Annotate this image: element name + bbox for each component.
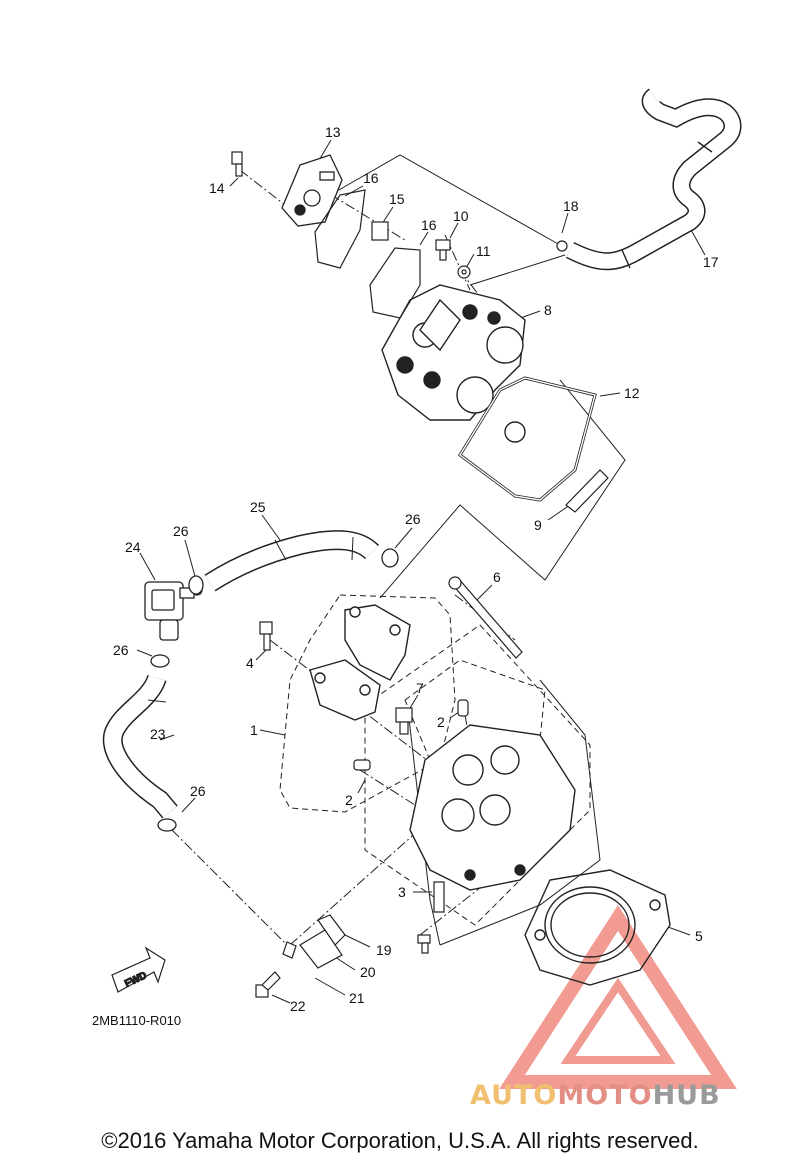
callout-18: 18 — [563, 198, 579, 214]
o-ring-18 — [556, 240, 568, 252]
bolt-22 — [255, 971, 281, 998]
bolt-10 — [435, 239, 451, 261]
hose-17 — [565, 88, 742, 271]
callout-22: 22 — [290, 998, 306, 1014]
callout-26c: 26 — [113, 642, 129, 658]
hose-clamps — [150, 548, 399, 832]
callout-12: 12 — [624, 385, 640, 401]
tensioner-assy — [282, 914, 346, 969]
callout-26d: 26 — [190, 783, 206, 799]
dowel-pins — [353, 699, 469, 771]
bolt-small — [417, 934, 431, 954]
callout-2a: 2 — [437, 714, 445, 730]
callout-9: 9 — [534, 517, 542, 533]
brand-auto: AUTO — [470, 1080, 558, 1111]
callout-labels: 1 2 2 3 4 5 6 7 8 9 10 11 12 13 14 15 16… — [113, 124, 719, 1014]
callout-1: 1 — [250, 722, 258, 738]
bolt-4 — [259, 621, 273, 651]
cylinder-head — [409, 724, 576, 891]
camshaft-cap-1 — [309, 604, 411, 721]
callout-5: 5 — [695, 928, 703, 944]
washer-11 — [457, 265, 471, 279]
callout-10: 10 — [453, 208, 469, 224]
copyright-notice: ©2016 Yamaha Motor Corporation, U.S.A. A… — [101, 1128, 699, 1153]
guide-9 — [565, 469, 609, 513]
callout-4: 4 — [246, 655, 254, 671]
callout-17: 17 — [703, 254, 719, 270]
bolt-14 — [231, 151, 243, 177]
callout-19: 19 — [376, 942, 392, 958]
callout-20: 20 — [360, 964, 376, 980]
callout-23: 23 — [150, 726, 166, 742]
callout-21: 21 — [349, 990, 365, 1006]
sensor-7 — [395, 707, 413, 735]
gasket-16 — [314, 189, 421, 319]
callout-7: 7 — [416, 680, 424, 696]
cylinder-head-gasket-5 — [524, 869, 671, 986]
watermark-logo — [499, 905, 737, 1089]
callout-8: 8 — [544, 302, 552, 318]
callout-26a: 26 — [173, 523, 189, 539]
stud-bolt-6 — [448, 576, 523, 659]
assembly-boundaries — [279, 594, 591, 926]
callout-11: 11 — [476, 243, 491, 259]
cylinder-head-cover-8 — [381, 284, 526, 421]
callout-24: 24 — [125, 539, 141, 555]
callout-26b: 26 — [405, 511, 421, 527]
callout-15: 15 — [389, 191, 405, 207]
brand-hub: HUB — [652, 1080, 721, 1111]
callout-14: 14 — [209, 180, 225, 196]
fwd-arrow-icon: FWD — [111, 946, 166, 993]
breather-13 — [281, 154, 343, 227]
callout-6: 6 — [493, 569, 501, 585]
callout-3: 3 — [398, 884, 406, 900]
hose-23 — [102, 674, 178, 819]
diagram-code: 2MB1110-R010 — [92, 1013, 182, 1028]
watermark-brand: AUTOMOTOHUB — [470, 1080, 721, 1111]
callout-2b: 2 — [345, 792, 353, 808]
callout-16b: 16 — [421, 217, 437, 233]
bolt-3 — [433, 881, 445, 913]
brand-moto: MOTO — [557, 1080, 653, 1111]
callout-13: 13 — [325, 124, 341, 140]
callout-25: 25 — [250, 499, 266, 515]
callout-stubs — [136, 139, 706, 1004]
reed-valve-15 — [371, 221, 389, 241]
callout-16a: 16 — [363, 170, 379, 186]
group-outlines — [329, 154, 626, 946]
gasket-12 — [458, 376, 597, 502]
hose-25 — [204, 530, 380, 592]
